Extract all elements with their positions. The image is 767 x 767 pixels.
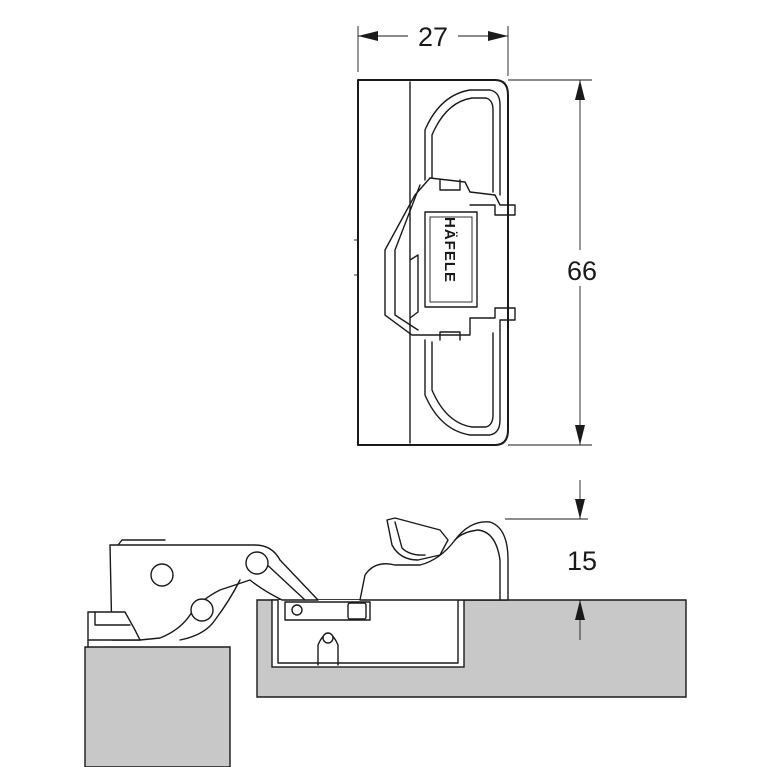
plate-lever [386,517,449,561]
hinge-outer-outline [357,79,509,446]
arm-rivet-2 [190,598,214,622]
dimension-height-label: 66 [567,256,597,286]
hinge-upper-pocket [424,89,501,196]
hinge-center-mechanism [384,177,516,336]
dimension-width: 27 [357,18,509,76]
arm-rivet-1 [150,563,174,587]
hinge-top-view: HÄFELE [354,79,516,446]
hinge-logo-block [424,211,478,308]
hinge-lower-pocket-inner [431,332,494,428]
hinge-side-view [84,517,687,767]
hinge-upper-pocket-inner [431,97,494,193]
cup-screw-main [322,632,334,644]
hinge-lower-pocket [424,329,501,436]
arm-rivet-3 [245,551,269,575]
cup-screw-small [291,604,303,616]
brand-logo: HÄFELE [441,217,458,283]
hinge-logo-frame [429,216,473,303]
cup-clip [347,602,367,620]
door-bracket [87,611,141,641]
dimension-depth: 15 [505,480,597,640]
dimension-width-label: 27 [418,22,448,52]
dimension-height: 66 [508,79,605,446]
door-panel [84,646,231,767]
dimension-depth-label: 15 [567,546,597,576]
